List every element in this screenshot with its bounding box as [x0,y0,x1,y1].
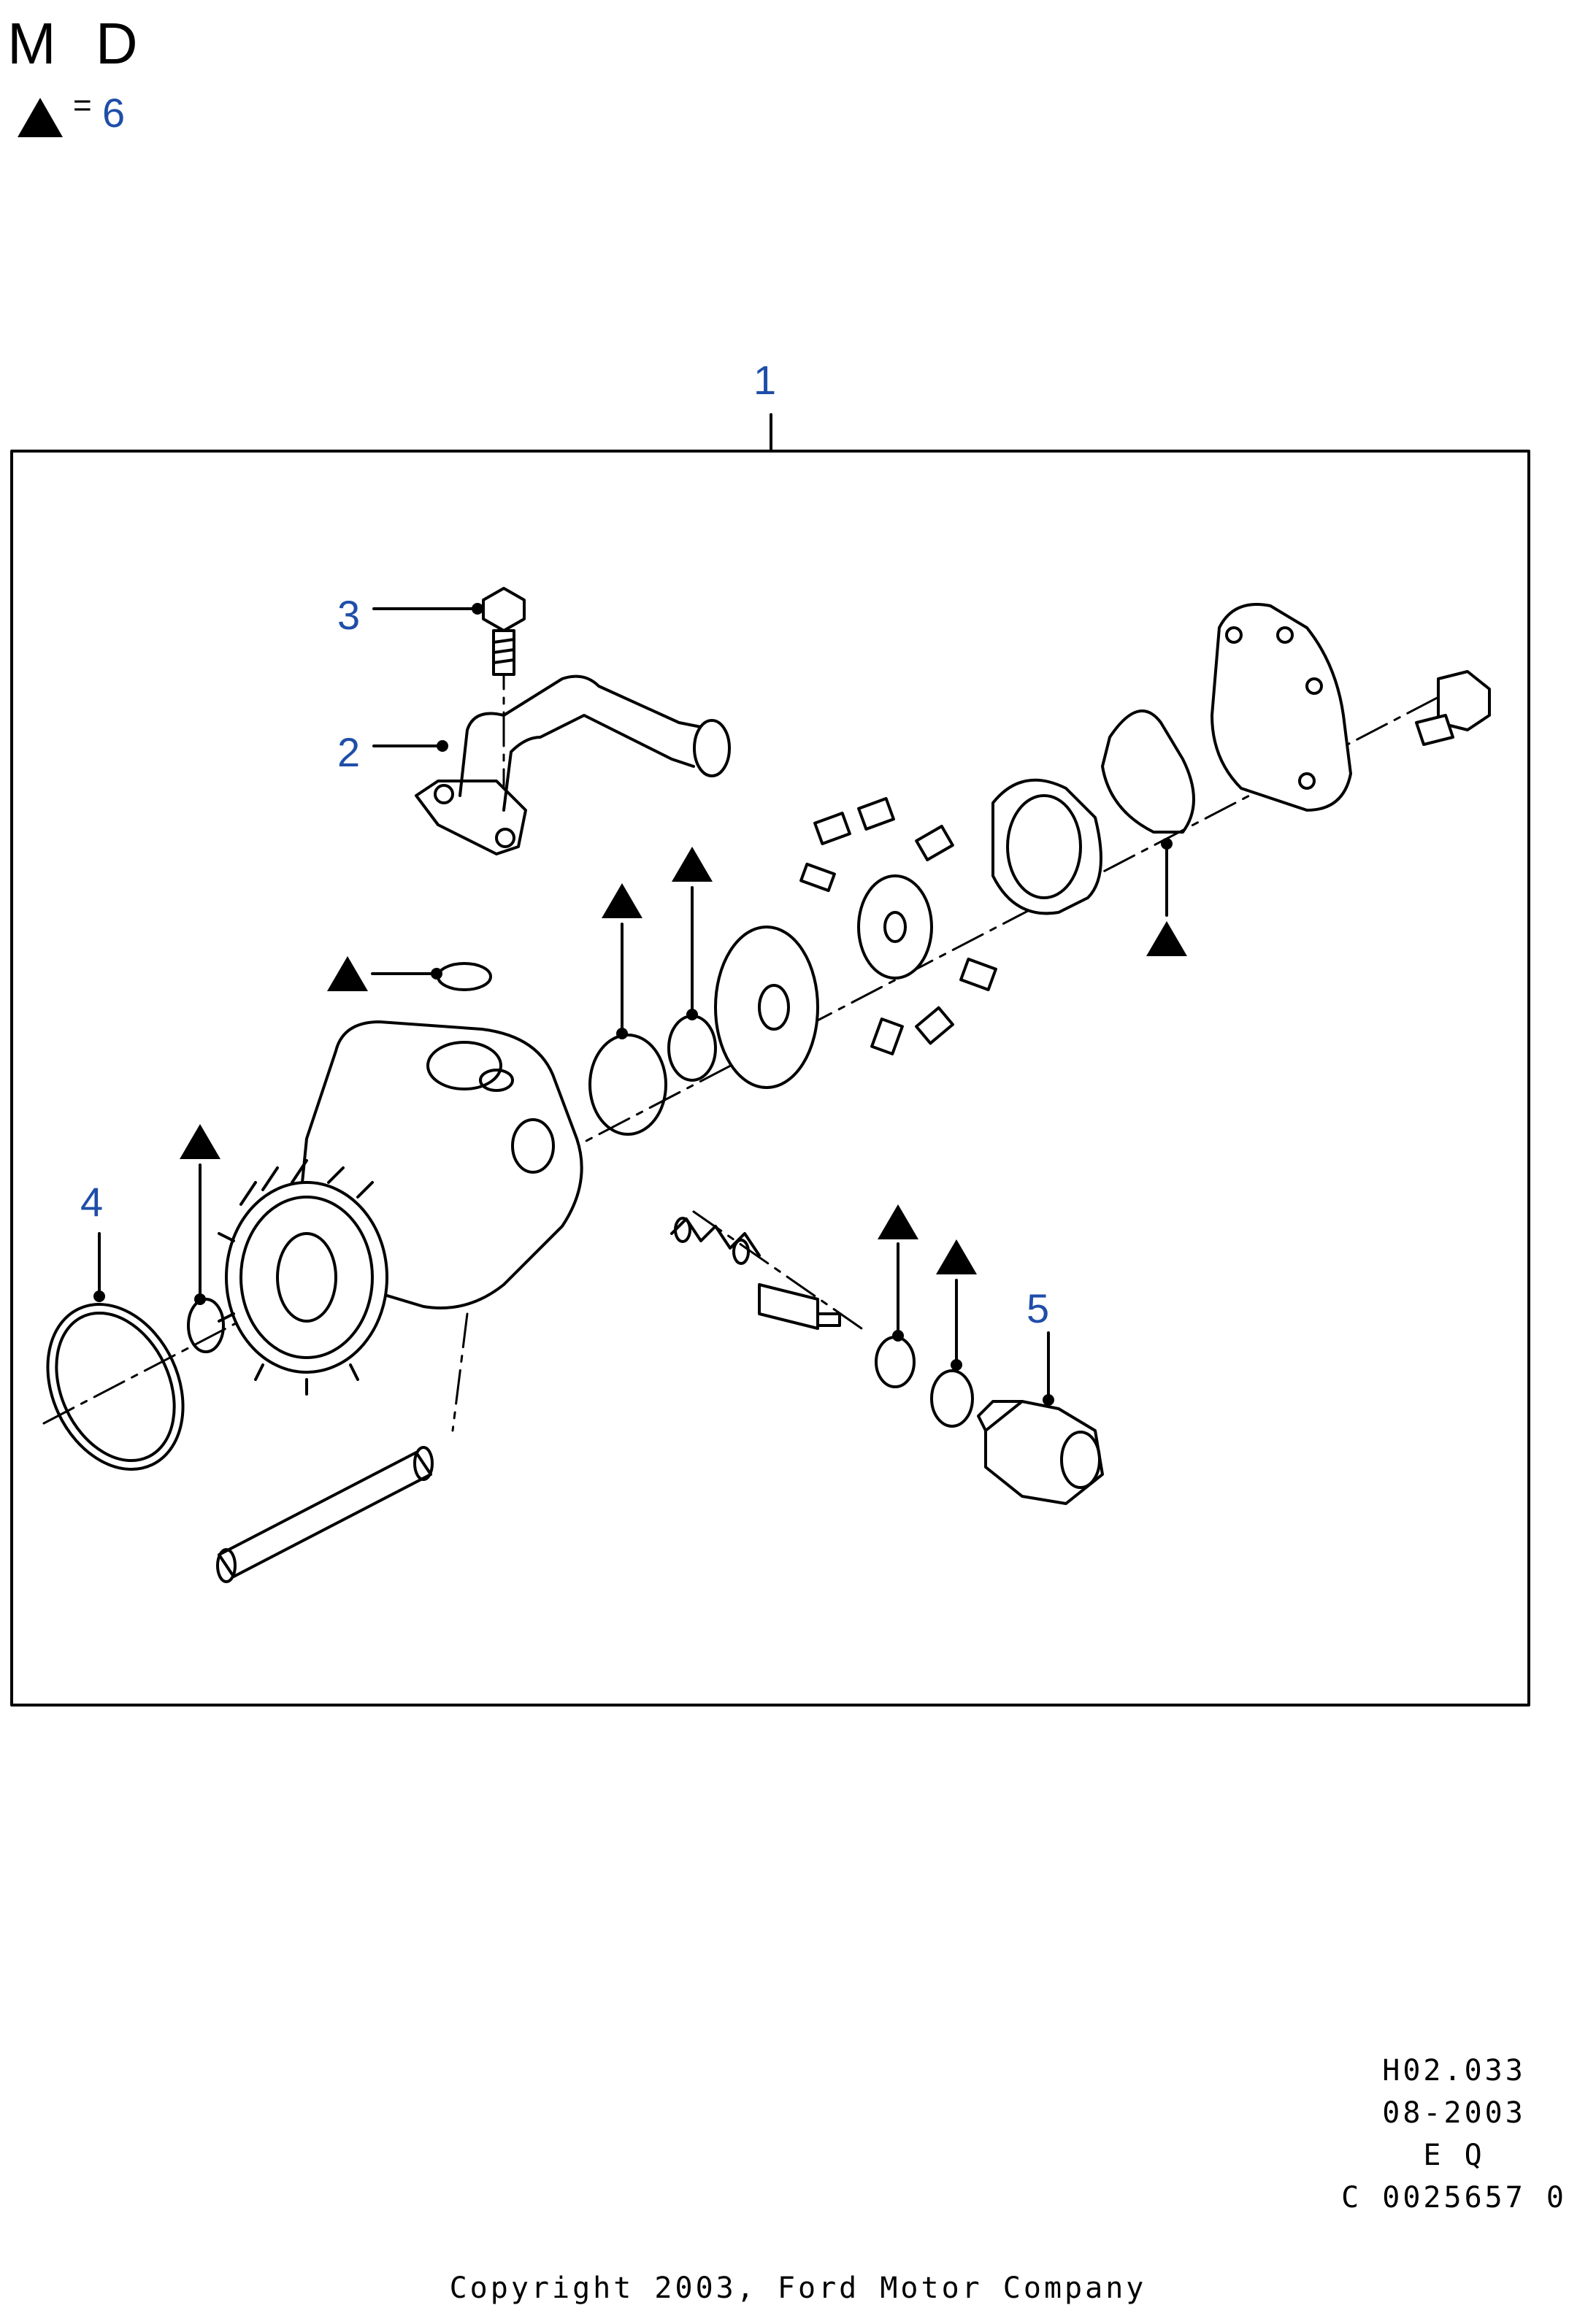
rotor-with-vanes [799,797,997,1055]
triangle-icon [180,1124,220,1159]
stud [216,1446,434,1583]
cam-ring [991,778,1102,915]
triangle-icon [327,956,368,991]
triangle-icon [672,847,713,882]
o-ring [437,962,492,991]
drawing-number: H02.033 [1382,2054,1526,2088]
relief-valve-spring [670,1217,761,1265]
triangle-icon [878,1204,918,1239]
bolt-part-3 [482,587,526,676]
drawing-metadata: H02.033 08-2003 E Q C 0025657 0 [1341,2050,1567,2219]
center-axis [42,597,1447,1432]
gasket [1101,709,1195,834]
union-fitting-part-5 [977,1400,1104,1505]
triangle-icon [602,883,642,918]
legend-ref-number: 6 [102,90,126,136]
triangle-icon [18,98,63,137]
snap-ring [187,1298,225,1353]
rear-bolt [1415,670,1491,746]
o-ring [875,1336,916,1388]
copyright-notice: Copyright 2003, Ford Motor Company [449,2271,1147,2305]
legend-equals: = [73,88,92,123]
thrust-plate [714,926,819,1089]
drawing-id: C 0025657 0 [1341,2181,1567,2215]
callout-2: 2 [337,729,360,775]
pipe-part-2 [415,674,731,855]
gear-part [218,1159,388,1396]
triangle-icon [1146,921,1187,956]
flow-control-valve [758,1283,841,1330]
callout-3: 3 [337,592,360,638]
drawing-date: 08-2003 [1382,2096,1526,2130]
callout-4: 4 [80,1179,103,1225]
callout-5: 5 [1027,1285,1049,1331]
drawing-series: E Q [1423,2139,1485,2172]
rear-cover [1211,603,1352,812]
o-ring [930,1369,974,1428]
callout-1: 1 [753,357,776,403]
o-ring [588,1034,667,1136]
o-ring-part-4 [46,1303,185,1471]
snap-ring [667,1015,717,1082]
triangle-icon [936,1239,977,1274]
diagram-code: M D [7,11,150,76]
